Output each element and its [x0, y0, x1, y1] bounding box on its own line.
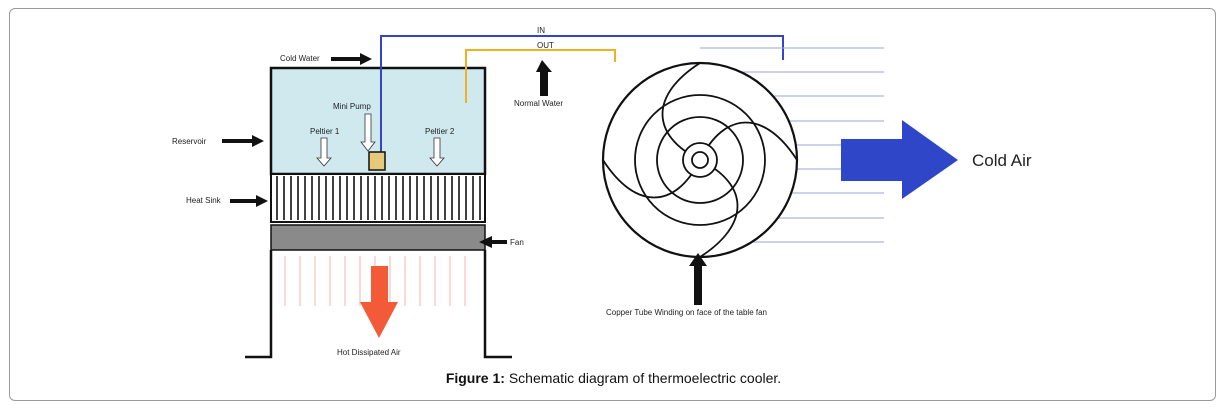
stand-right [483, 250, 512, 359]
cold-air-arrow [841, 120, 958, 199]
fan-hub [691, 151, 709, 169]
fan-arrow [479, 236, 507, 248]
copper-tube-arrow [689, 253, 707, 305]
heat-sink [270, 173, 486, 223]
reservoir-label: Reservoir [172, 137, 207, 146]
fan-block [270, 224, 486, 251]
heat-sink-arrow [230, 195, 268, 207]
cold-water-arrow [331, 53, 372, 65]
normal-water-label: Normal Water [514, 99, 563, 108]
hot-air-arrow [360, 266, 398, 338]
peltier-1-label: Peltier 1 [310, 127, 340, 136]
peltier-1-arrow [316, 137, 332, 167]
mini-pump-arrow [360, 113, 376, 152]
figure-caption: Figure 1: Schematic diagram of thermoele… [0, 370, 1227, 386]
reservoir-arrow [222, 135, 264, 147]
copper-winding-ring-3 [634, 94, 766, 226]
stand-left [245, 250, 273, 359]
copper-tube-label: Copper Tube Winding on face of the table… [606, 308, 767, 317]
caption-prefix: Figure 1: [445, 370, 505, 386]
peltier-2-label: Peltier 2 [425, 127, 455, 136]
heat-sink-fins [276, 176, 481, 220]
out-pipe [465, 49, 616, 103]
heat-sink-label: Heat Sink [186, 196, 222, 205]
peltier-2-arrow [429, 137, 445, 167]
hot-air-lines [284, 256, 466, 306]
caption-text: Schematic diagram of thermoelectric cool… [504, 370, 782, 386]
out-label: OUT [537, 41, 554, 50]
normal-water-arrow [536, 60, 552, 96]
hot-dissipated-air-label: Hot Dissipated Air [337, 348, 401, 357]
copper-winding-ring-2 [656, 116, 744, 204]
cold-air-label: Cold Air [972, 151, 1032, 170]
cold-water-label: Cold Water [280, 54, 320, 63]
figure-frame [9, 8, 1216, 401]
mini-pump-label: Mini Pump [333, 102, 371, 111]
mini-pump [368, 151, 386, 171]
in-label: IN [537, 26, 545, 35]
fan-label: Fan [510, 238, 524, 247]
